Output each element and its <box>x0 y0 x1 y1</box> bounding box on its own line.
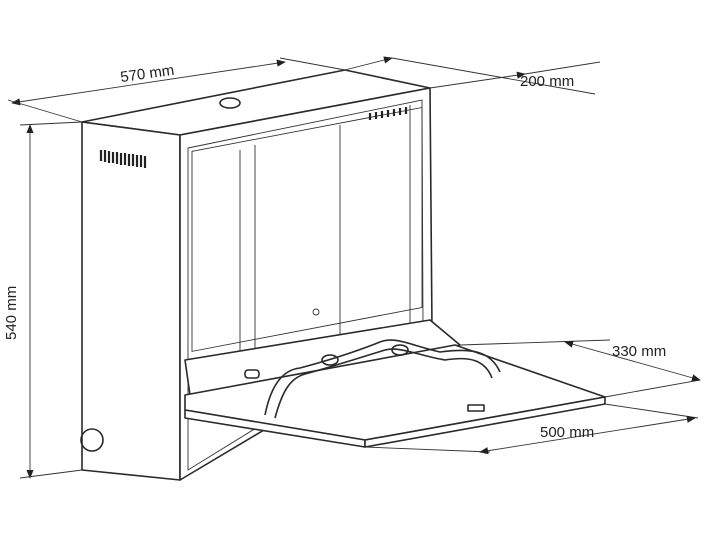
vent-slots <box>99 107 408 168</box>
depth-label: 200 mm <box>520 73 574 90</box>
shelf-depth-label: 330 mm <box>612 343 666 360</box>
height-label: 540 mm <box>3 286 20 340</box>
dimension-lines <box>7 56 701 479</box>
shelf-width-label: 500 mm <box>540 424 594 441</box>
width-label: 570 mm <box>119 62 175 86</box>
